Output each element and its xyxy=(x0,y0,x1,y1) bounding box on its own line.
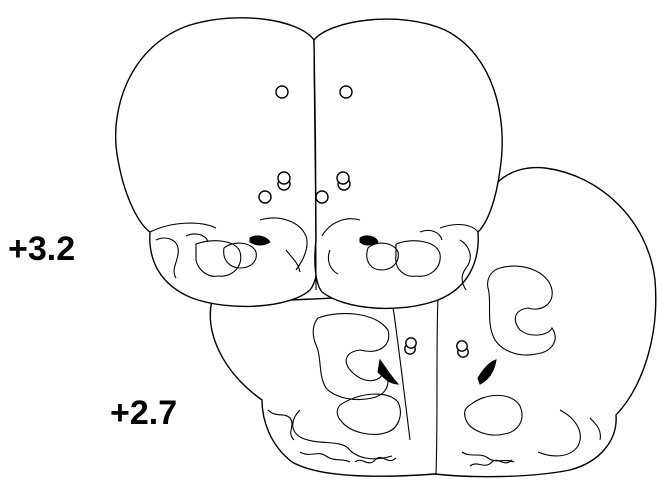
recording-site-marker xyxy=(276,86,288,98)
recording-site-marker xyxy=(406,338,416,348)
section-level-label-anterior: +3.2 xyxy=(8,232,75,266)
recording-site-marker xyxy=(278,172,290,184)
recording-site-marker xyxy=(457,341,467,351)
recording-site-marker xyxy=(316,191,328,203)
section-anterior-left-hemisphere xyxy=(116,18,319,307)
recording-site-marker xyxy=(337,172,349,184)
section-anterior-right-hemisphere xyxy=(314,19,502,308)
recording-site-marker xyxy=(259,191,271,203)
section-level-label-posterior: +2.7 xyxy=(110,396,177,430)
section-anterior xyxy=(116,18,503,309)
recording-site-marker xyxy=(340,86,352,98)
